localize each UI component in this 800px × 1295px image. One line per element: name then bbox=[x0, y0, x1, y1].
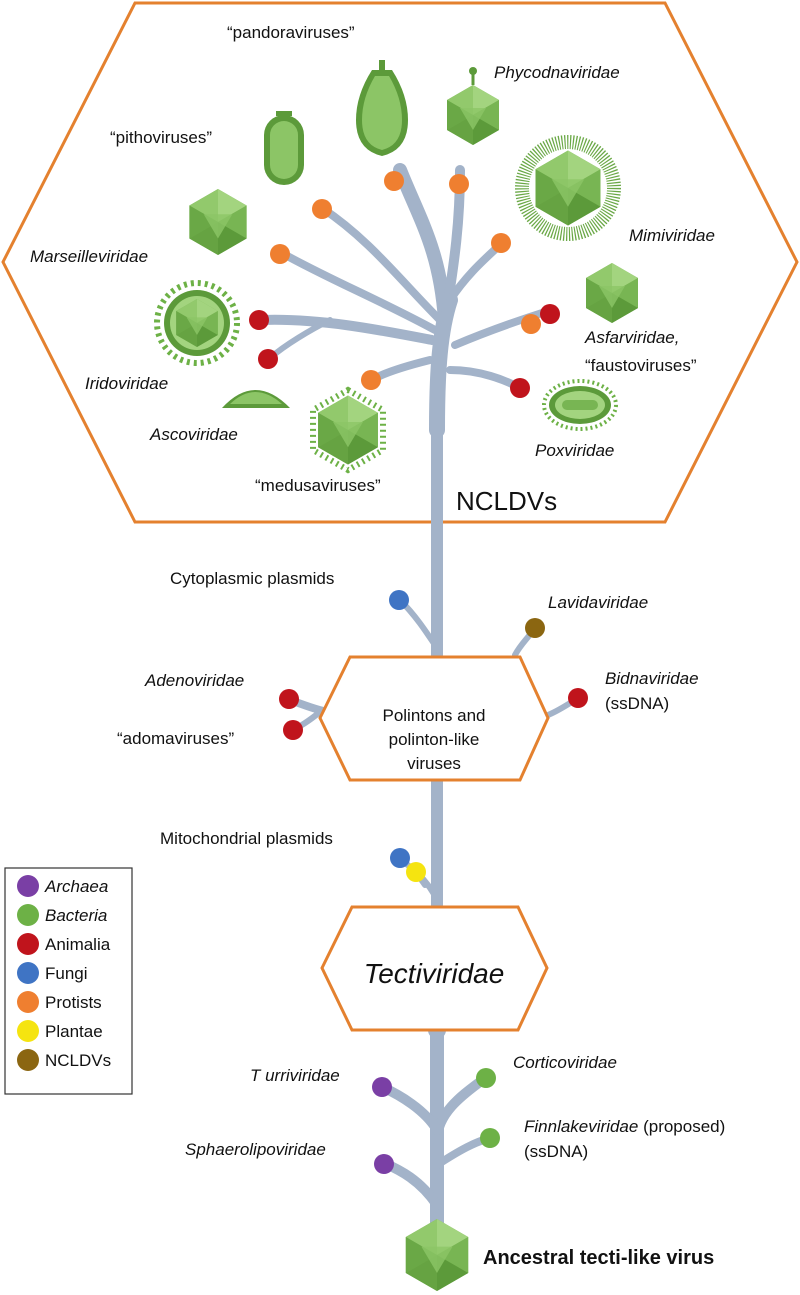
dot-asfarviridae-1 bbox=[521, 314, 541, 334]
dot-adenoviridae bbox=[279, 689, 299, 709]
dot-adomaviruses bbox=[283, 720, 303, 740]
label-tectiviridae: Tectiviridae bbox=[364, 958, 505, 989]
label-medusaviruses: “medusaviruses” bbox=[255, 476, 381, 495]
mimivirus-icon bbox=[515, 135, 621, 241]
label-faustoviruses: “faustoviruses” bbox=[585, 356, 697, 375]
label-iridoviridae: Iridoviridae bbox=[85, 374, 168, 393]
legend-label-fungi: Fungi bbox=[45, 964, 88, 983]
label-finnlakeviridae: Finnlakeviridae (proposed) bbox=[524, 1117, 725, 1136]
dot-mito-plasmids-plantae bbox=[406, 862, 426, 882]
label-poxviridae: Poxviridae bbox=[535, 441, 614, 460]
label-adenoviridae: Adenoviridae bbox=[144, 671, 244, 690]
label-mimiviridae: Mimiviridae bbox=[629, 226, 715, 245]
label-finnlakeviridae-note: (ssDNA) bbox=[524, 1142, 588, 1161]
label-pithoviruses: “pithoviruses” bbox=[110, 128, 212, 147]
iridovirus-icon bbox=[154, 280, 240, 366]
legend-swatch-protists bbox=[17, 991, 39, 1013]
dot-sphaerolipoviridae bbox=[374, 1154, 394, 1174]
dot-marseilleviridae bbox=[270, 244, 290, 264]
ancestral-virus-icon bbox=[405, 1219, 469, 1291]
dot-turriviridae bbox=[372, 1077, 392, 1097]
dot-cytoplasmic-plasmids bbox=[389, 590, 409, 610]
label-ncldvs: NCLDVs bbox=[456, 486, 557, 516]
label-lavidaviridae: Lavidaviridae bbox=[548, 593, 648, 612]
polintons-hexagon bbox=[318, 655, 550, 782]
label-ancestral-virus: Ancestral tecti-like virus bbox=[483, 1247, 714, 1269]
poxvirus-icon bbox=[542, 379, 618, 431]
legend-swatch-animalia bbox=[17, 933, 39, 955]
label-cytoplasmic-plasmids: Cytoplasmic plasmids bbox=[170, 569, 334, 588]
dot-pithoviruses bbox=[312, 199, 332, 219]
dot-mimiviridae bbox=[491, 233, 511, 253]
label-adomaviruses: “adomaviruses” bbox=[117, 729, 234, 748]
dot-lavidaviridae bbox=[525, 618, 545, 638]
legend-swatch-plantae bbox=[17, 1020, 39, 1042]
medusavirus-icon bbox=[310, 386, 386, 474]
dot-iridoviridae-2 bbox=[258, 349, 278, 369]
label-bidnaviridae-note: (ssDNA) bbox=[605, 694, 669, 713]
label-corticoviridae: Corticoviridae bbox=[513, 1053, 617, 1072]
dot-iridoviridae-1 bbox=[249, 310, 269, 330]
label-polintons-line1: Polintons and bbox=[382, 706, 485, 725]
label-phycodnaviridae: Phycodnaviridae bbox=[494, 63, 620, 82]
label-pandoraviruses: “pandoraviruses” bbox=[227, 23, 355, 42]
ascovirus-icon bbox=[222, 390, 290, 408]
dot-phycodnaviridae bbox=[449, 174, 469, 194]
dot-mito-plasmids-fungi bbox=[390, 848, 410, 868]
dot-bidnaviridae bbox=[568, 688, 588, 708]
label-marseilleviridae: Marseilleviridae bbox=[30, 247, 148, 266]
label-sphaerolipoviridae: Sphaerolipoviridae bbox=[185, 1140, 326, 1159]
phycodnavirus-icon bbox=[447, 67, 499, 145]
dot-medusaviruses bbox=[361, 370, 381, 390]
dot-poxviridae bbox=[510, 378, 530, 398]
legend-swatch-archaea bbox=[17, 875, 39, 897]
dot-corticoviridae bbox=[476, 1068, 496, 1088]
dot-pandoraviruses bbox=[384, 171, 404, 191]
legend-label-bacteria: Bacteria bbox=[45, 906, 107, 925]
pandoravirus-icon bbox=[356, 60, 408, 156]
legend: ArchaeaBacteriaAnimaliaFungiProtistsPlan… bbox=[4, 867, 133, 1095]
virus-icons bbox=[154, 60, 638, 1291]
legend-swatch-ncldvs bbox=[17, 1049, 39, 1071]
legend-label-plantae: Plantae bbox=[45, 1022, 103, 1041]
legend-label-protists: Protists bbox=[45, 993, 102, 1012]
label-asfarviridae: Asfarviridae, bbox=[584, 328, 679, 347]
legend-swatch-fungi bbox=[17, 962, 39, 984]
legend-label-ncldvs: NCLDVs bbox=[45, 1051, 111, 1070]
label-polintons-line2: polinton-like bbox=[389, 730, 480, 749]
label-turriviridae: T urriviridae bbox=[250, 1066, 340, 1085]
label-bidnaviridae: Bidnaviridae bbox=[605, 669, 699, 688]
label-polintons-line3: viruses bbox=[407, 754, 461, 773]
legend-label-archaea: Archaea bbox=[44, 877, 108, 896]
tectiviridae-hexagon bbox=[320, 905, 549, 1032]
labels: “pandoraviruses” Phycodnaviridae “pithov… bbox=[30, 23, 725, 1269]
pithovirus-icon bbox=[264, 111, 304, 185]
label-mitochondrial-plasmids: Mitochondrial plasmids bbox=[160, 829, 333, 848]
legend-swatch-bacteria bbox=[17, 904, 39, 926]
dot-asfarviridae-2 bbox=[540, 304, 560, 324]
label-ascoviridae: Ascoviridae bbox=[149, 425, 238, 444]
legend-label-animalia: Animalia bbox=[45, 935, 111, 954]
dot-finnlakeviridae bbox=[480, 1128, 500, 1148]
